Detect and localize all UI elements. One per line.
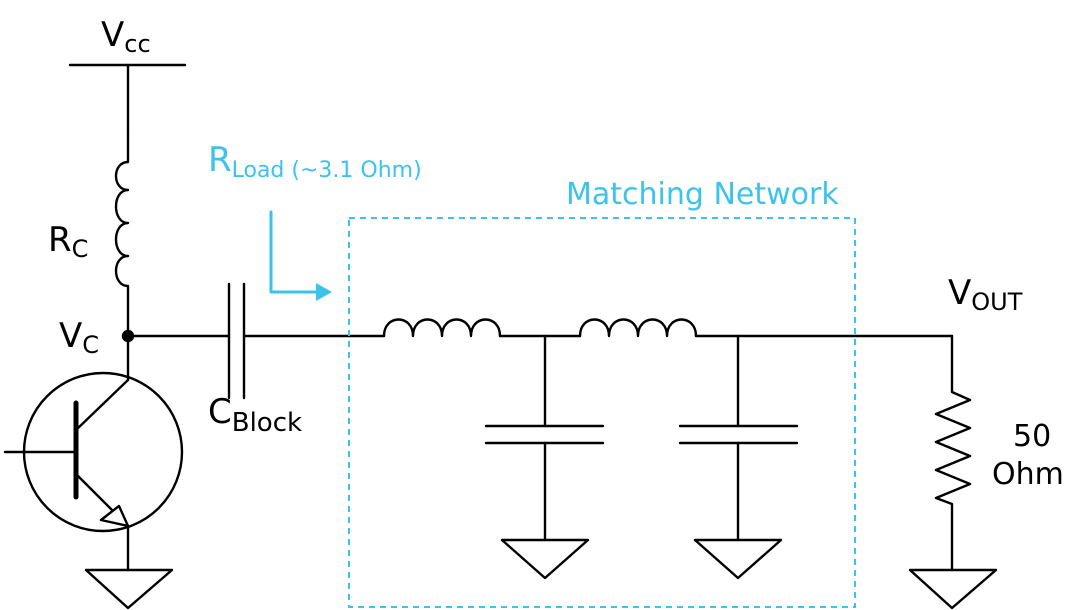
cblock-label: CBlock [208, 392, 302, 438]
series-inductor-2 [578, 318, 698, 338]
vc-label: VC [59, 316, 99, 359]
vout-label: VOUT [948, 273, 1023, 316]
rload-label: RLoad (~3.1 Ohm) [208, 140, 422, 183]
load-value-label: 50 [1013, 419, 1051, 454]
ground-transistor [84, 568, 174, 610]
load-unit-label: Ohm [992, 457, 1064, 492]
emitter-arrow [99, 504, 130, 528]
load-resistor [934, 334, 972, 572]
rc-label: RC [48, 220, 88, 263]
ground-cap1 [500, 538, 590, 580]
rload-arrow [269, 210, 322, 294]
ground-load [908, 568, 998, 610]
collector-lead [74, 378, 130, 432]
matching-network-box [348, 217, 856, 608]
matching-network-label: Matching Network [566, 177, 839, 212]
rload-arrow-head [316, 283, 332, 301]
collector-inductor [114, 128, 130, 338]
vcc-label: Vcc [101, 15, 151, 58]
series-inductor-1 [382, 318, 502, 338]
ground-cap2 [693, 538, 783, 580]
